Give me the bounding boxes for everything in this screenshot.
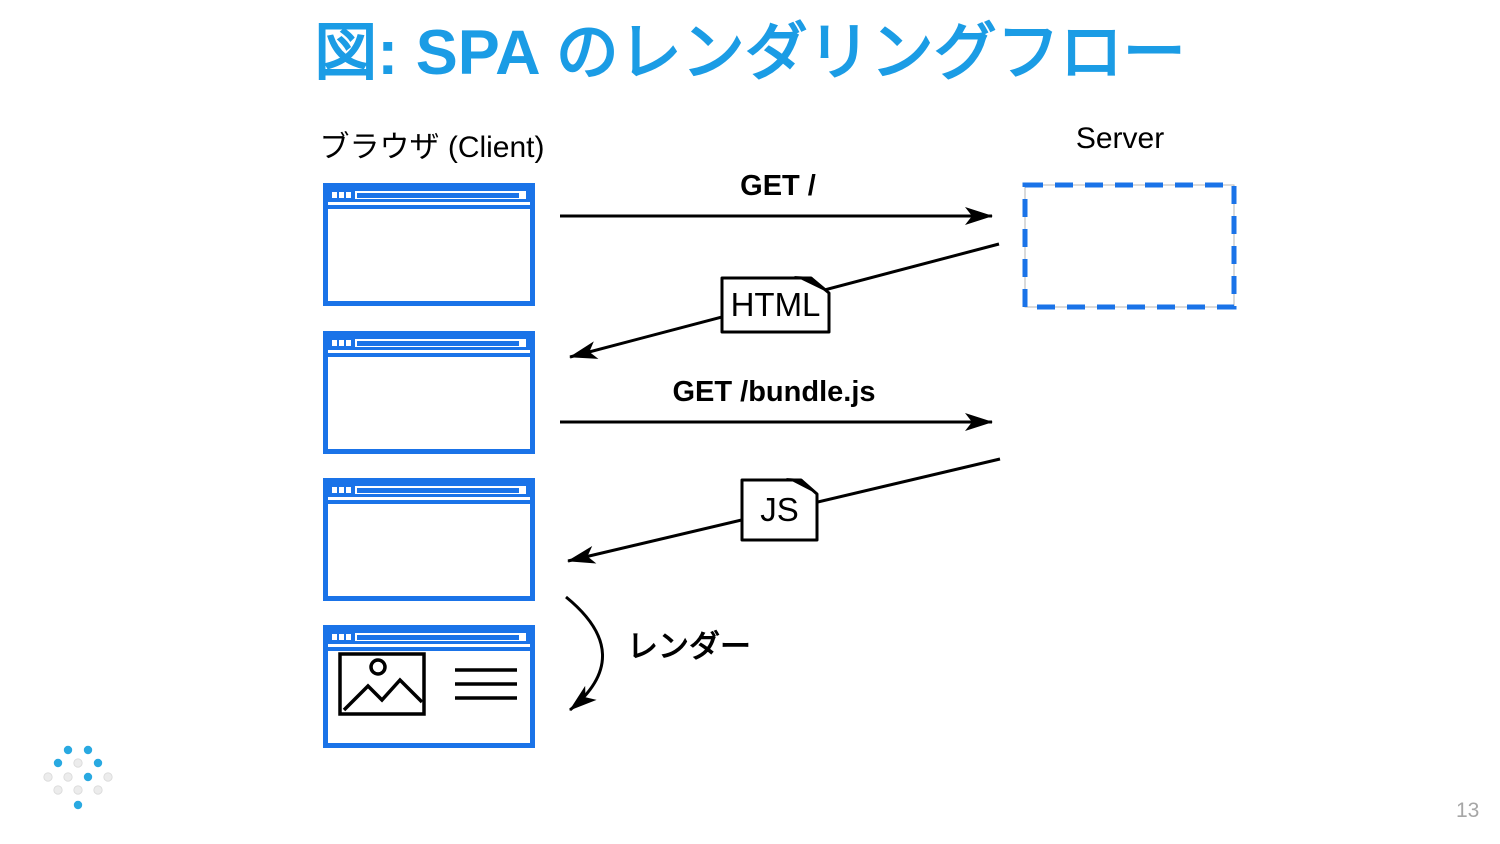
window-button-icon — [332, 192, 337, 198]
titlebar-separator — [328, 202, 530, 205]
toolbar-strip — [328, 352, 530, 357]
image-placeholder-icon — [338, 652, 426, 716]
server-box-icon — [1022, 182, 1237, 310]
toolbar-strip — [328, 646, 530, 651]
toolbar-strip — [328, 499, 530, 504]
window-button-icon — [332, 487, 337, 493]
address-bar-icon — [355, 191, 526, 199]
js-document-label: JS — [760, 491, 799, 528]
render-label: レンダー — [627, 629, 751, 664]
get-root-label: GET / — [740, 170, 816, 202]
html-document-icon — [720, 276, 831, 334]
address-bar-icon — [355, 633, 526, 641]
address-bar-icon — [355, 339, 526, 347]
rendered-page-content — [338, 652, 517, 716]
browser-titlebar — [328, 336, 530, 350]
window-button-icon — [346, 340, 351, 346]
titlebar-separator — [328, 497, 530, 500]
arrow-render-curve — [565, 595, 604, 712]
browser-titlebar — [328, 188, 530, 202]
window-button-icon — [332, 634, 337, 640]
page-title: 図: SPA のレンダリングフロー — [314, 18, 1186, 88]
browser-window-icon-4 — [323, 625, 535, 748]
window-button-icon — [339, 487, 344, 493]
browser-window-icon-2 — [323, 331, 535, 454]
client-label: ブラウザ (Client) — [319, 131, 545, 164]
js-document-icon — [740, 478, 819, 542]
logo-icon — [43, 745, 113, 810]
browser-titlebar — [328, 630, 530, 644]
page-number: 13 — [1456, 799, 1480, 822]
titlebar-separator — [328, 644, 530, 647]
window-button-icon — [332, 340, 337, 346]
window-button-icon — [346, 634, 351, 640]
server-label: Server — [1075, 122, 1165, 155]
titlebar-separator — [328, 350, 530, 353]
browser-titlebar — [328, 483, 530, 497]
window-button-icon — [339, 192, 344, 198]
window-button-icon — [346, 487, 351, 493]
address-bar-icon — [355, 486, 526, 494]
window-button-icon — [339, 634, 344, 640]
window-button-icon — [346, 192, 351, 198]
html-document-label: HTML — [730, 286, 821, 323]
browser-window-icon-3 — [323, 478, 535, 601]
get-bundle-label: GET /bundle.js — [672, 376, 876, 408]
toolbar-strip — [328, 204, 530, 209]
text-lines-icon — [455, 668, 517, 700]
window-button-icon — [339, 340, 344, 346]
browser-window-icon-1 — [323, 183, 535, 306]
